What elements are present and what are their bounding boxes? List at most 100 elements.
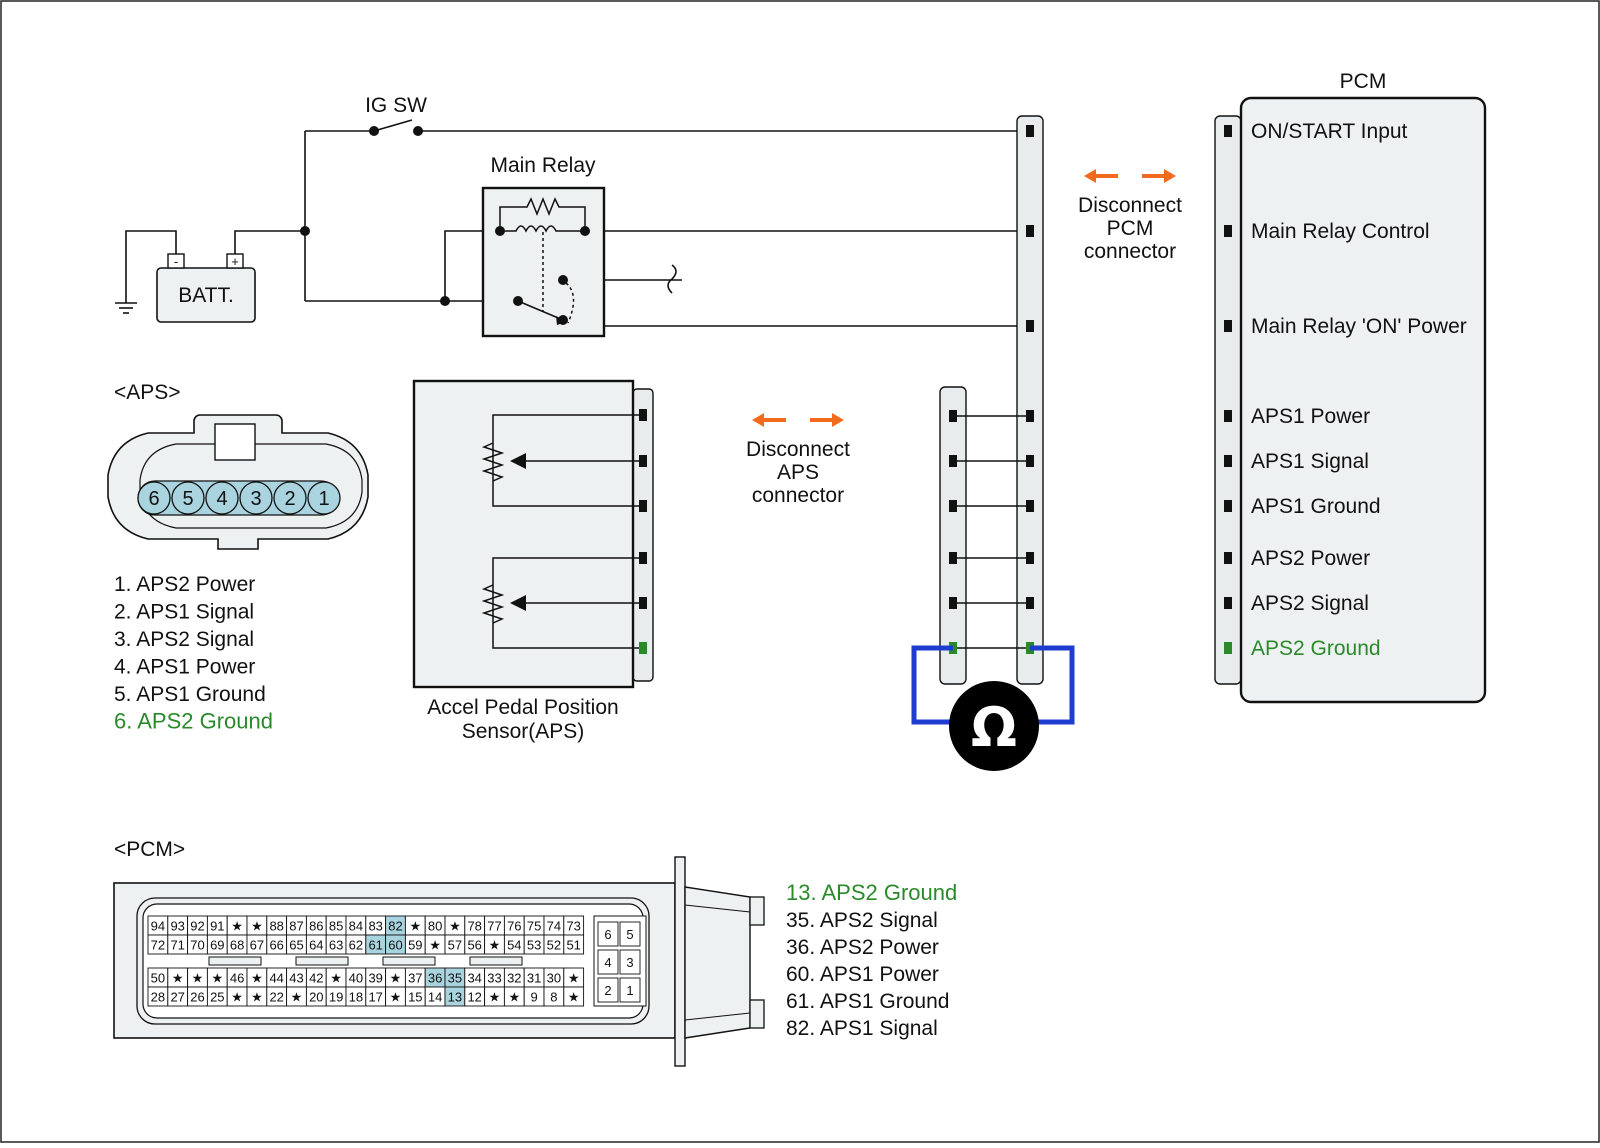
aps-legend-item: 5. APS1 Ground	[114, 683, 266, 706]
pcm-connector-pin-number: ★	[172, 971, 184, 986]
pcm-connector-pin-number: 8	[550, 990, 557, 1005]
pcm-connector-pin-number: 40	[349, 971, 363, 986]
pcm-harness-pin	[1026, 597, 1034, 609]
pcm-connector-pin-number: ★	[508, 990, 520, 1005]
pcm-legend-item: 60. APS1 Power	[786, 963, 939, 986]
pcm-terminal-label: Main Relay 'ON' Power	[1251, 315, 1467, 338]
ohmmeter-body	[949, 681, 1039, 771]
main-relay	[481, 186, 606, 338]
pcm-connector-pin-number: 61	[368, 938, 382, 953]
aps-harness-pin	[949, 500, 957, 512]
pcm-terminal-pin	[1224, 225, 1232, 237]
aps-harness-connector	[939, 386, 967, 685]
ohmmeter	[911, 645, 1075, 771]
pcm-connector-pin-number: 50	[151, 971, 165, 986]
pcm-connector-pin-number: 20	[309, 990, 323, 1005]
aps-legend-item: 6. APS2 Ground	[114, 709, 273, 734]
aps-connector-pin-number: 4	[216, 488, 227, 510]
pcm-legend-item: 35. APS2 Signal	[786, 909, 938, 932]
pcm-connector-pin-number: 27	[170, 990, 184, 1005]
pcm-connector-pin-number: ★	[192, 971, 204, 986]
pcm-connector-pin	[563, 986, 585, 1007]
aps-sensor	[412, 379, 654, 689]
pcm-terminal-pin	[1224, 455, 1232, 467]
pcm-terminal-label: APS2 Signal	[1251, 592, 1369, 615]
aps-sensor-pin	[639, 455, 647, 467]
pcm-harness-pin	[1026, 552, 1034, 564]
pcm-small-pin	[619, 921, 641, 947]
pcm-terminal-label: APS1 Ground	[1251, 495, 1381, 518]
pcm-connector-pin-number: 74	[547, 919, 561, 934]
pcm-harness-pin	[1026, 320, 1034, 332]
pcm-connector-pin-number: ★	[231, 990, 243, 1005]
aps-sensor-pin	[639, 642, 647, 654]
pcm-connector-pin-number: 33	[487, 971, 501, 986]
aps-legend-item: 1. APS2 Power	[114, 573, 255, 596]
pcm-small-pin-number: 2	[604, 983, 611, 998]
pcm-connector-pin-number: 86	[309, 919, 323, 934]
pcm-connector-pin-number: 84	[349, 919, 363, 934]
pcm-connector-pin-number: 52	[547, 938, 561, 953]
aps-legend-item: 3. APS2 Signal	[114, 628, 254, 651]
pcm-connector-pin-number: ★	[291, 990, 303, 1005]
disconnect-pcm-note: Disconnect PCM connector	[1078, 194, 1182, 263]
pcm-harness-pin	[1026, 500, 1034, 512]
pcm-connector-pin-number: 60	[388, 938, 402, 953]
aps-connector-pin-number: 6	[148, 488, 159, 510]
pcm-connector-pin-number: 44	[269, 971, 283, 986]
pcm-connector-pin-number: 82	[388, 919, 402, 934]
aps-connector-pin-number: 2	[284, 488, 295, 510]
pcm-connector-pin-number: 18	[349, 990, 363, 1005]
disconnect-arrows	[752, 169, 1176, 427]
pcm-connector-pin-number: 64	[309, 938, 323, 953]
pcm-connector-pin-number: 88	[269, 919, 283, 934]
aps-connector-pin-number: 5	[182, 488, 193, 510]
pcm-terminal-pin	[1224, 320, 1232, 332]
pcm-connector-pin-number: 69	[210, 938, 224, 953]
pcm-connector-pin-number: 37	[408, 971, 422, 986]
pcm-legend-item: 36. APS2 Power	[786, 936, 939, 959]
pcm-connector-pin-number: 13	[448, 990, 462, 1005]
pcm-connector-pin-number: ★	[489, 990, 501, 1005]
pcm-connector-pin	[563, 934, 585, 955]
pcm-connector-pin-number: ★	[251, 990, 263, 1005]
pcm-connector-pin-number: 65	[289, 938, 303, 953]
pcm-connector-pin-number: ★	[489, 938, 501, 953]
pcm-legend-item: 82. APS1 Signal	[786, 1017, 938, 1040]
pcm-connector-pin-number: 34	[467, 971, 481, 986]
pcm-connector-pin-number: 62	[349, 938, 363, 953]
aps-connector-pin	[273, 481, 307, 515]
pcm-connector-pin-number: 87	[289, 919, 303, 934]
pcm-connector-pin-number: ★	[231, 919, 243, 934]
pcm-terminal-label: Main Relay Control	[1251, 220, 1430, 243]
pcm-connector-pin-number: 93	[170, 919, 184, 934]
pcm-connector-pin-number: ★	[251, 919, 263, 934]
pcm-small-pin	[597, 949, 619, 975]
pcm-connector-pin-number: 66	[269, 938, 283, 953]
pcm-connector-pin-number: 77	[487, 919, 501, 934]
pcm-terminal-pin	[1224, 500, 1232, 512]
disconnect-arrow-icon	[1084, 169, 1176, 183]
pcm-connector-pin-number: ★	[211, 971, 223, 986]
aps-connector-pin	[171, 481, 205, 515]
disconnect-aps-line1: Disconnect	[746, 438, 850, 461]
pcm-small-pin-number: 5	[626, 927, 633, 942]
pcm-connector-pin-number: 22	[269, 990, 283, 1005]
pcm-module	[1214, 96, 1487, 704]
aps-sensor-label-line2: Sensor(APS)	[462, 720, 585, 743]
disconnect-pcm-line3: connector	[1084, 240, 1176, 263]
pcm-connector-pin-number: 76	[507, 919, 521, 934]
aps-connector-pin	[307, 481, 341, 515]
pcm-small-pin	[619, 949, 641, 975]
pcm-small-pin	[597, 921, 619, 947]
pcm-connector-pin-number: 51	[566, 938, 580, 953]
pcm-harness-pin	[1026, 410, 1034, 422]
pcm-terminal-label: APS1 Power	[1251, 405, 1370, 428]
pcm-connector-pin-number: ★	[568, 990, 580, 1005]
disconnect-aps-note: Disconnect APS connector	[746, 438, 850, 507]
